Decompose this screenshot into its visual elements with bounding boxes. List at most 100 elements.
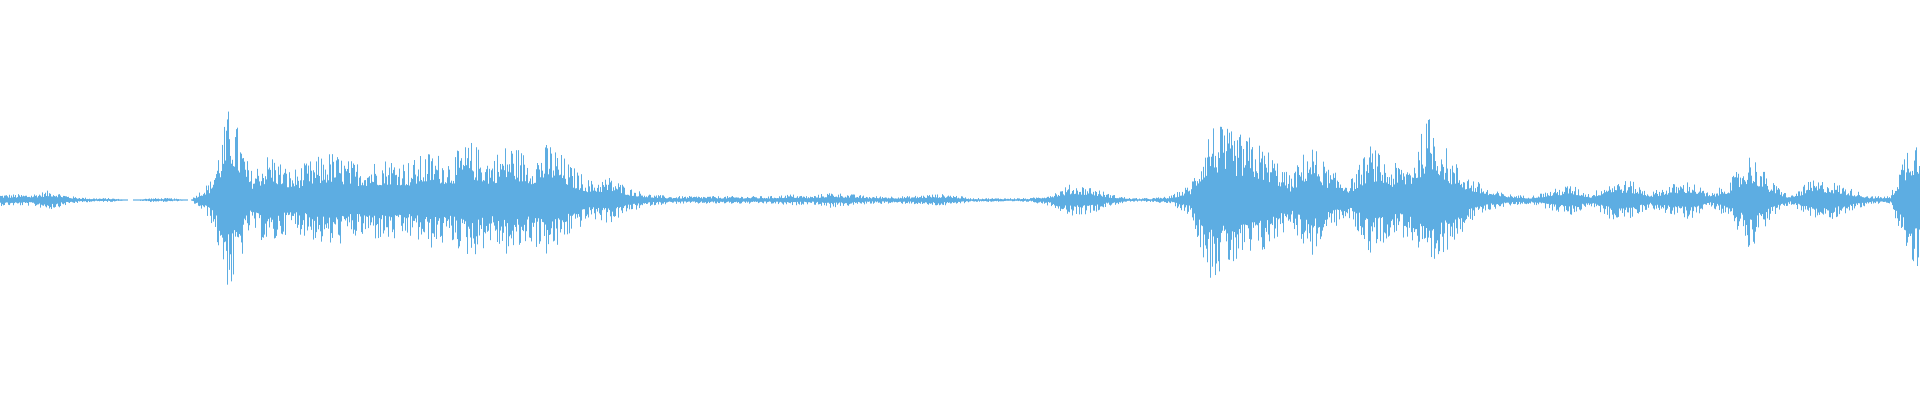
waveform-bar [1283, 182, 1284, 233]
waveform-bar [1759, 186, 1760, 213]
waveform-bar [217, 170, 218, 243]
waveform-bar [193, 197, 194, 202]
waveform-bar [1546, 196, 1547, 204]
waveform-bar [806, 196, 807, 203]
waveform-bar [1363, 158, 1364, 236]
waveform-bar [487, 165, 488, 232]
waveform-bar [127, 199, 128, 201]
waveform-bar [1084, 194, 1085, 206]
waveform-bar [879, 197, 880, 203]
waveform-bar [1881, 197, 1882, 202]
waveform-bar [1248, 160, 1249, 229]
waveform-bar [75, 197, 76, 202]
waveform-bar [503, 165, 504, 233]
waveform-bar [232, 159, 233, 234]
waveform-bar [901, 198, 902, 204]
waveform-bar [463, 164, 464, 220]
waveform-bar [1756, 171, 1757, 227]
waveform-bar [1213, 128, 1214, 237]
waveform-bar [792, 196, 793, 206]
waveform-bar [1107, 194, 1108, 204]
waveform-bar [1291, 178, 1292, 215]
waveform-bar [1081, 194, 1082, 215]
waveform-bar [887, 198, 888, 202]
waveform-bar [741, 196, 742, 204]
waveform-bar [859, 195, 860, 203]
waveform-bar [1093, 191, 1094, 211]
waveform-bar [1540, 193, 1541, 203]
waveform-bar [653, 197, 654, 203]
waveform-bar [561, 155, 562, 230]
waveform-bar [461, 158, 462, 219]
waveform-bar [1381, 180, 1382, 219]
waveform-bar [1757, 185, 1758, 216]
waveform-bar [405, 185, 406, 231]
waveform-bar [1905, 180, 1906, 231]
waveform-bar [1619, 186, 1620, 209]
waveform-bar [321, 158, 322, 242]
waveform-bar [1502, 193, 1503, 204]
waveform-bar [264, 184, 265, 235]
waveform-bar [1655, 192, 1656, 206]
waveform-bar [588, 180, 589, 218]
waveform-bar [362, 182, 363, 234]
waveform-bar [1793, 196, 1794, 205]
waveform-bar [411, 177, 412, 217]
waveform-bar [1459, 180, 1460, 220]
waveform-bar [1772, 190, 1773, 211]
waveform-bar [1303, 154, 1304, 244]
waveform-bar [1351, 178, 1352, 209]
waveform-bar [1734, 177, 1735, 222]
waveform-bar [742, 197, 743, 202]
waveform-bar [874, 197, 875, 203]
waveform-bar [102, 198, 103, 201]
waveform-bar [663, 195, 664, 204]
waveform-bar [1880, 197, 1881, 202]
waveform-bar [620, 184, 621, 207]
waveform-bar [993, 198, 994, 202]
waveform-bar [992, 198, 993, 202]
waveform-bar [1601, 191, 1602, 205]
waveform-bar [637, 196, 638, 206]
waveform-bar [195, 198, 196, 204]
waveform-bar [221, 171, 222, 235]
waveform-bar [139, 199, 140, 201]
waveform-bar [1528, 197, 1529, 204]
waveform-bar [579, 189, 580, 217]
waveform-bar [1577, 195, 1578, 208]
waveform-bar [1515, 197, 1516, 204]
waveform-bar [389, 167, 390, 217]
waveform-bar [842, 196, 843, 204]
waveform-bar [1300, 176, 1301, 220]
waveform-bar [882, 197, 883, 202]
waveform-bar [1348, 192, 1349, 210]
waveform-bar [1113, 195, 1114, 203]
waveform-bar [363, 185, 364, 224]
waveform-bar [259, 181, 260, 219]
waveform-bar [63, 195, 64, 205]
waveform-bar [1132, 198, 1133, 201]
waveform-bar [1025, 198, 1026, 201]
waveform-bar [323, 164, 324, 217]
waveform-bar [1682, 188, 1683, 207]
waveform-bar [594, 187, 595, 214]
waveform-bar [1086, 194, 1087, 211]
waveform-bar [497, 154, 498, 242]
waveform-bar [1413, 177, 1414, 229]
waveform-bar [113, 198, 114, 201]
waveform-bar [860, 195, 861, 204]
waveform-bar [560, 174, 561, 233]
waveform-bar [213, 184, 214, 222]
waveform-bar [1492, 194, 1493, 205]
waveform-bar [1914, 160, 1915, 249]
waveform-bar [89, 198, 90, 203]
waveform-bar [414, 160, 415, 221]
waveform-bar [845, 196, 846, 204]
waveform-bar [1717, 193, 1718, 204]
waveform-bar [673, 197, 674, 203]
waveform-bar [1098, 194, 1099, 211]
waveform-bar [425, 159, 426, 220]
waveform-bar [1680, 186, 1681, 209]
waveform-bar [1553, 193, 1554, 205]
waveform-bar [85, 197, 86, 202]
